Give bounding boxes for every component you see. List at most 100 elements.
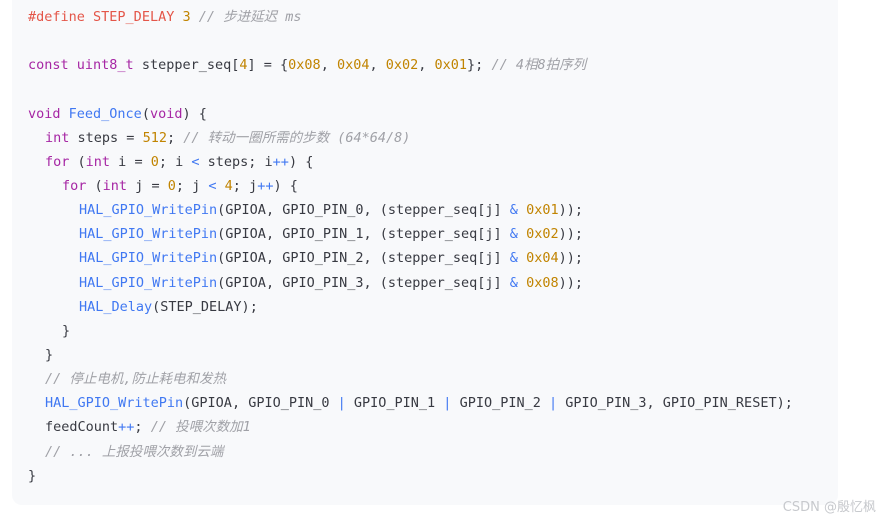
code-comment: // 步进延迟 ms	[198, 9, 302, 25]
code-line: const uint8_t stepper_seq[4] = {0x08, 0x…	[28, 57, 587, 74]
function-name: HAL_GPIO_WritePin	[45, 395, 184, 412]
operator: |	[337, 395, 346, 412]
number: 0	[167, 177, 176, 194]
punctuation: ));	[558, 226, 583, 243]
code-comment: // 停止电机,防止耗电和发热	[45, 371, 227, 388]
number: 0x04	[526, 250, 559, 267]
arguments: GPIO_PIN_3, GPIO_PIN_RESET);	[557, 395, 793, 412]
code-line: HAL_GPIO_WritePin(GPIOA, GPIO_PIN_0, (st…	[28, 198, 838, 222]
arguments: (GPIOA, GPIO_PIN_3, (stepper_seq[j]	[217, 274, 510, 291]
identifier: ; j	[232, 177, 258, 194]
closing-brace: }	[45, 346, 54, 363]
number: 0x08	[288, 57, 321, 74]
number: 0x02	[385, 57, 419, 74]
number: 3	[182, 9, 191, 25]
keyword: void	[28, 105, 61, 122]
punctuation: ));	[558, 274, 583, 291]
operator: <	[191, 153, 200, 170]
code-block: #define STEP_DELAY 3 // 步进延迟 ms const uin…	[12, 0, 838, 505]
closing-brace: }	[28, 467, 37, 484]
code-line: void Feed_Once(void) {	[28, 102, 838, 126]
operator: |	[548, 395, 558, 412]
function-name: HAL_GPIO_WritePin	[79, 202, 218, 219]
code-line: HAL_GPIO_WritePin(GPIOA, GPIO_PIN_1, (st…	[28, 222, 838, 246]
code-comment: // 转动一圈所需的步数 (64*64/8)	[183, 129, 411, 146]
arguments: GPIO_PIN_1	[345, 395, 444, 412]
code-line: HAL_GPIO_WritePin(GPIOA, GPIO_PIN_2, (st…	[28, 246, 838, 270]
punctuation: ;	[134, 419, 143, 436]
number: 512	[142, 129, 167, 146]
keyword: void	[149, 105, 183, 122]
punctuation: ) {	[288, 153, 314, 170]
punctuation: ;	[166, 129, 176, 146]
code-line: for (int j = 0; j < 4; j++) {	[28, 174, 838, 198]
code-line: }	[28, 319, 838, 343]
identifier: stepper_seq	[141, 57, 232, 74]
punctuation: ) {	[182, 105, 207, 122]
operator: ++	[118, 419, 135, 436]
arguments: (STEP_DELAY);	[152, 298, 258, 315]
function-name: HAL_Delay	[79, 298, 153, 315]
code-line: HAL_GPIO_WritePin(GPIOA, GPIO_PIN_0 | GP…	[28, 391, 838, 415]
operator: =	[134, 153, 143, 170]
identifier: i	[110, 153, 135, 170]
code-line-blank	[28, 77, 838, 101]
operator: &	[509, 250, 518, 267]
arguments: (GPIOA, GPIO_PIN_2, (stepper_seq[j]	[217, 250, 510, 267]
preprocessor-directive: #define	[28, 9, 85, 25]
number: 0	[150, 153, 159, 170]
type: int	[45, 129, 70, 146]
operator: &	[509, 274, 518, 291]
code-line: HAL_Delay(STEP_DELAY);	[28, 295, 838, 319]
identifier: steps	[69, 129, 127, 146]
code-comment: // ... 上报投喂次数到云端	[45, 443, 224, 460]
code-content: #define STEP_DELAY 3 // 步进延迟 ms const uin…	[28, 5, 838, 488]
operator: ++	[257, 177, 274, 194]
function-name: HAL_GPIO_WritePin	[79, 250, 218, 267]
operator: <	[208, 177, 217, 194]
number: 0x04	[336, 57, 370, 74]
keyword: const	[28, 57, 69, 74]
punctuation: ));	[558, 250, 583, 267]
arguments: (GPIOA, GPIO_PIN_0, (stepper_seq[j]	[217, 202, 510, 219]
code-comment: // 投喂次数加1	[150, 419, 251, 436]
code-line: for (int i = 0; i < steps; i++) {	[28, 150, 838, 174]
punctuation: (	[141, 105, 150, 122]
number: 0x01	[526, 202, 559, 219]
number: 0x02	[526, 226, 559, 243]
closing-brace: }	[62, 322, 71, 339]
code-line-blank	[28, 29, 838, 53]
identifier: j	[127, 177, 152, 194]
identifier: steps; i	[199, 153, 273, 170]
operator: ++	[272, 153, 289, 170]
punctuation: ; i	[158, 153, 192, 170]
operator: = {	[255, 57, 289, 74]
operator: &	[509, 226, 518, 243]
code-line: // ... 上报投喂次数到云端	[28, 440, 838, 464]
number: 0x01	[434, 57, 468, 74]
operator: |	[443, 395, 452, 412]
number: 4	[239, 57, 248, 74]
code-line: #define STEP_DELAY 3 // 步进延迟 ms	[28, 5, 838, 29]
operator: &	[509, 202, 518, 219]
code-line: }	[28, 343, 838, 367]
operator: =	[126, 129, 135, 146]
type: int	[102, 177, 128, 194]
number: 4	[224, 177, 233, 194]
watermark-text: CSDN @殷忆枫	[782, 500, 876, 515]
arguments: GPIO_PIN_2	[451, 395, 549, 412]
function-name: HAL_GPIO_WritePin	[79, 274, 218, 291]
code-line: feedCount++; // 投喂次数加1	[28, 415, 838, 439]
macro-name: STEP_DELAY	[93, 9, 175, 25]
punctuation: ) {	[273, 177, 298, 194]
function-name: HAL_GPIO_WritePin	[79, 226, 218, 243]
identifier: feedCount	[45, 419, 119, 436]
code-line: // 停止电机,防止耗电和发热	[28, 367, 838, 391]
keyword: for	[62, 177, 87, 194]
bracket: ]	[247, 57, 256, 74]
function-name: Feed_Once	[68, 105, 142, 122]
arguments: (GPIOA, GPIO_PIN_1, (stepper_seq[j]	[217, 226, 510, 243]
punctuation: };	[467, 57, 484, 74]
type: uint8_t	[76, 57, 134, 74]
number: 0x08	[526, 274, 559, 291]
